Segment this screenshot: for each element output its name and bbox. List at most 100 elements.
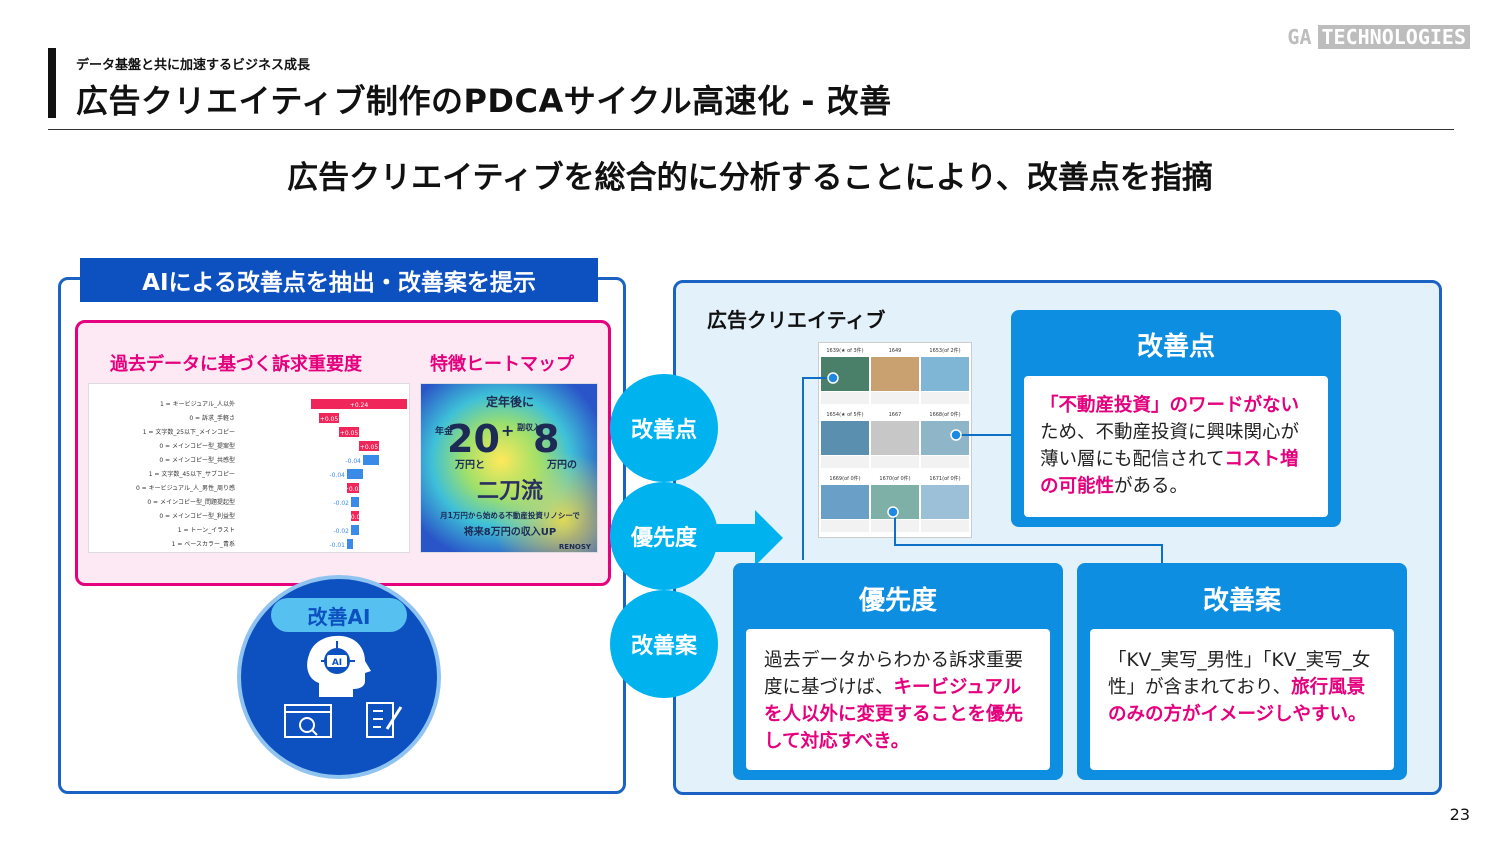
thumbnail-image [821, 421, 869, 455]
waterfall-label: 0 = 訴求_手軽さ [189, 414, 235, 422]
waterfall-bar [351, 511, 359, 521]
page-subtitle: データ基盤と共に加速するビジネス成長 [76, 58, 311, 73]
waterfall-value: -0.02 [333, 528, 349, 535]
thumbnail-footer [921, 456, 969, 468]
improvement-highlight-2: コスト増の可能性 [1040, 449, 1299, 497]
waterfall-bar [319, 413, 339, 423]
feature-heatmap: 定年後に 年金 20 + 副収入 8 万円と 万円の 二刀流 月1万円から始める… [420, 383, 598, 553]
bubble-priority: 優先度 [610, 482, 718, 590]
page-number: 23 [1449, 805, 1470, 824]
waterfall-value: -0.04 [329, 472, 345, 479]
heatmap-small-mid: 副収入 [517, 422, 541, 432]
arrow-right-icon [715, 510, 783, 566]
improvement-text-2: がある。 [1114, 476, 1189, 497]
waterfall-value: -0.01 [329, 542, 345, 549]
priority-highlight-1: キービジュアルを人以外に変更することを優先して対応すべき。 [764, 677, 1024, 752]
checklist-edit-icon [366, 702, 403, 738]
title-accent-bar [48, 48, 56, 118]
heatmap-slogan: 二刀流 [477, 478, 543, 504]
heatmap-brand: RENOSY [559, 543, 592, 551]
thumbnail-image [821, 485, 869, 519]
waterfall-bar [339, 427, 359, 437]
thumbnail-image [871, 357, 919, 391]
ai-head-icon: AI [307, 635, 371, 697]
thumbnail-caption: 1654(★ of 5件) [826, 411, 863, 418]
waterfall-label: 1 = 文字数_45以下_サブコピー [149, 470, 235, 478]
thumbnail-footer [871, 520, 919, 532]
waterfall-chart-svg: 1 = キービジュアル_人以外+0.240 = 訴求_手軽さ+0.051 = 文… [136, 399, 407, 549]
thumbnail-image [921, 357, 969, 391]
thumbnail-image [871, 421, 919, 455]
appeal-importance-label: 過去データに基づく訴求重要度 [110, 354, 362, 375]
improvement-highlight-1: 「不動産投資」のワードがない [1040, 395, 1300, 416]
heatmap-big-right: 8 [533, 417, 559, 461]
thumbnail-footer [871, 456, 919, 468]
ai-label: 改善AI [271, 598, 407, 632]
thumbnail-grid: 1639(★ of 3件) 1649 1653(of 2件) 1654(★ of 5件… [821, 347, 969, 532]
waterfall-value: +0.05 [320, 416, 339, 423]
heatmap-sub2: 将来8万円の収入UP [464, 525, 556, 538]
waterfall-value: +0.03 [344, 486, 363, 493]
waterfall-label: 0 = キービジュアル_人_男性_周り感 [136, 484, 235, 492]
heatmap-line1: 定年後に [486, 394, 534, 409]
thumbnail-caption: 1669(of 0件) [829, 475, 860, 482]
waterfall-value: +0.05 [360, 444, 379, 451]
heatmap-big-left: 20 [447, 417, 500, 461]
header-divider [48, 129, 1454, 130]
creative-label: 広告クリエイティブ [707, 308, 886, 332]
waterfall-value: -0.04 [345, 458, 361, 465]
thumbnail-image [821, 357, 869, 391]
waterfall-label: 0 = メインコピー型_提案型 [159, 442, 235, 450]
priority-card-body: 過去データからわかる訴求重要度に基づけば、キービジュアルを人以外に変更することを… [746, 629, 1050, 770]
thumbnail-caption: 1639(★ of 3件) [826, 347, 863, 354]
logo-mark: GA [1287, 25, 1312, 49]
waterfall-value: +0.05 [340, 430, 359, 437]
waterfall-bar [363, 455, 379, 465]
thumbnail-caption: 1653(of 2件) [929, 347, 960, 354]
waterfall-bar [347, 539, 353, 549]
waterfall-label: 0 = メインコピー型_共感型 [159, 456, 235, 464]
thumbnail-footer [821, 392, 869, 404]
waterfall-label: 1 = 文字数_25以下_メインコピー [143, 428, 235, 436]
heatmap-label: 特徴ヒートマップ [430, 354, 574, 375]
bubble-improvement: 改善点 [610, 374, 718, 482]
heatmap-unit-right: 万円の [546, 459, 577, 471]
improvement-text-1: ため、不動産投資に興味関心が薄い層にも配信されて [1040, 422, 1300, 470]
waterfall-bar [311, 399, 407, 409]
heatmap-sub: 月1万円から始める不動産投資リノシーで [439, 510, 580, 520]
waterfall-value: -0.02 [333, 500, 349, 507]
thumbnail-caption: 1667 [889, 412, 902, 418]
analytics-screen-icon [284, 704, 332, 738]
thumbnail-footer [871, 392, 919, 404]
waterfall-label: 0 = メインコピー型_問題提起型 [147, 498, 235, 506]
creative-thumbnails: 1639(★ of 3件) 1649 1653(of 2件) 1654(★ of 5件… [818, 342, 972, 538]
waterfall-bar [359, 441, 379, 451]
waterfall-label: 1 = トーン_イラスト [178, 527, 235, 534]
waterfall-label: 1 = キービジュアル_人以外 [160, 400, 235, 408]
thumbnail-footer [921, 392, 969, 404]
proposal-text-1: 「KV_実写_男性」「KV_実写_女性」が含まれており、 [1108, 650, 1371, 698]
thumbnail-image [921, 485, 969, 519]
waterfall-label: 0 = メインコピー型_利益型 [159, 512, 235, 520]
waterfall-label: 1 = ベースカラー_青系 [172, 540, 235, 548]
waterfall-bar [347, 483, 359, 493]
heatmap-unit-left: 万円と [454, 459, 485, 471]
thumbnail-image [921, 421, 969, 455]
waterfall-bar [351, 497, 359, 507]
waterfall-bar [351, 525, 359, 535]
ai-panel-header: AIによる改善点を抽出・改善案を提示 [80, 258, 598, 302]
improvement-card-body: 「不動産投資」のワードがないため、不動産投資に興味関心が薄い層にも配信されてコス… [1024, 376, 1328, 517]
logo-text: TECHNOLOGIES [1317, 25, 1470, 49]
company-logo: GA TECHNOLOGIES [1287, 25, 1470, 49]
heatmap-plus: + [501, 421, 514, 440]
heatmap-small-left: 年金 [435, 425, 454, 437]
thumbnail-caption: 1671(of 0件) [929, 475, 960, 482]
thumbnail-caption: 1649 [889, 348, 902, 354]
heatmap-image: 定年後に 年金 20 + 副収入 8 万円と 万円の 二刀流 月1万円から始める… [421, 384, 597, 552]
thumbnail-footer [821, 520, 869, 532]
proposal-card-body: 「KV_実写_男性」「KV_実写_女性」が含まれており、旅行風景のみの方がイメー… [1090, 629, 1394, 770]
waterfall-value: +0.02 [346, 514, 365, 521]
ai-badge: AI [332, 658, 342, 668]
priority-text-1: 過去データからわかる訴求重要度に基づけば、 [764, 650, 1024, 698]
